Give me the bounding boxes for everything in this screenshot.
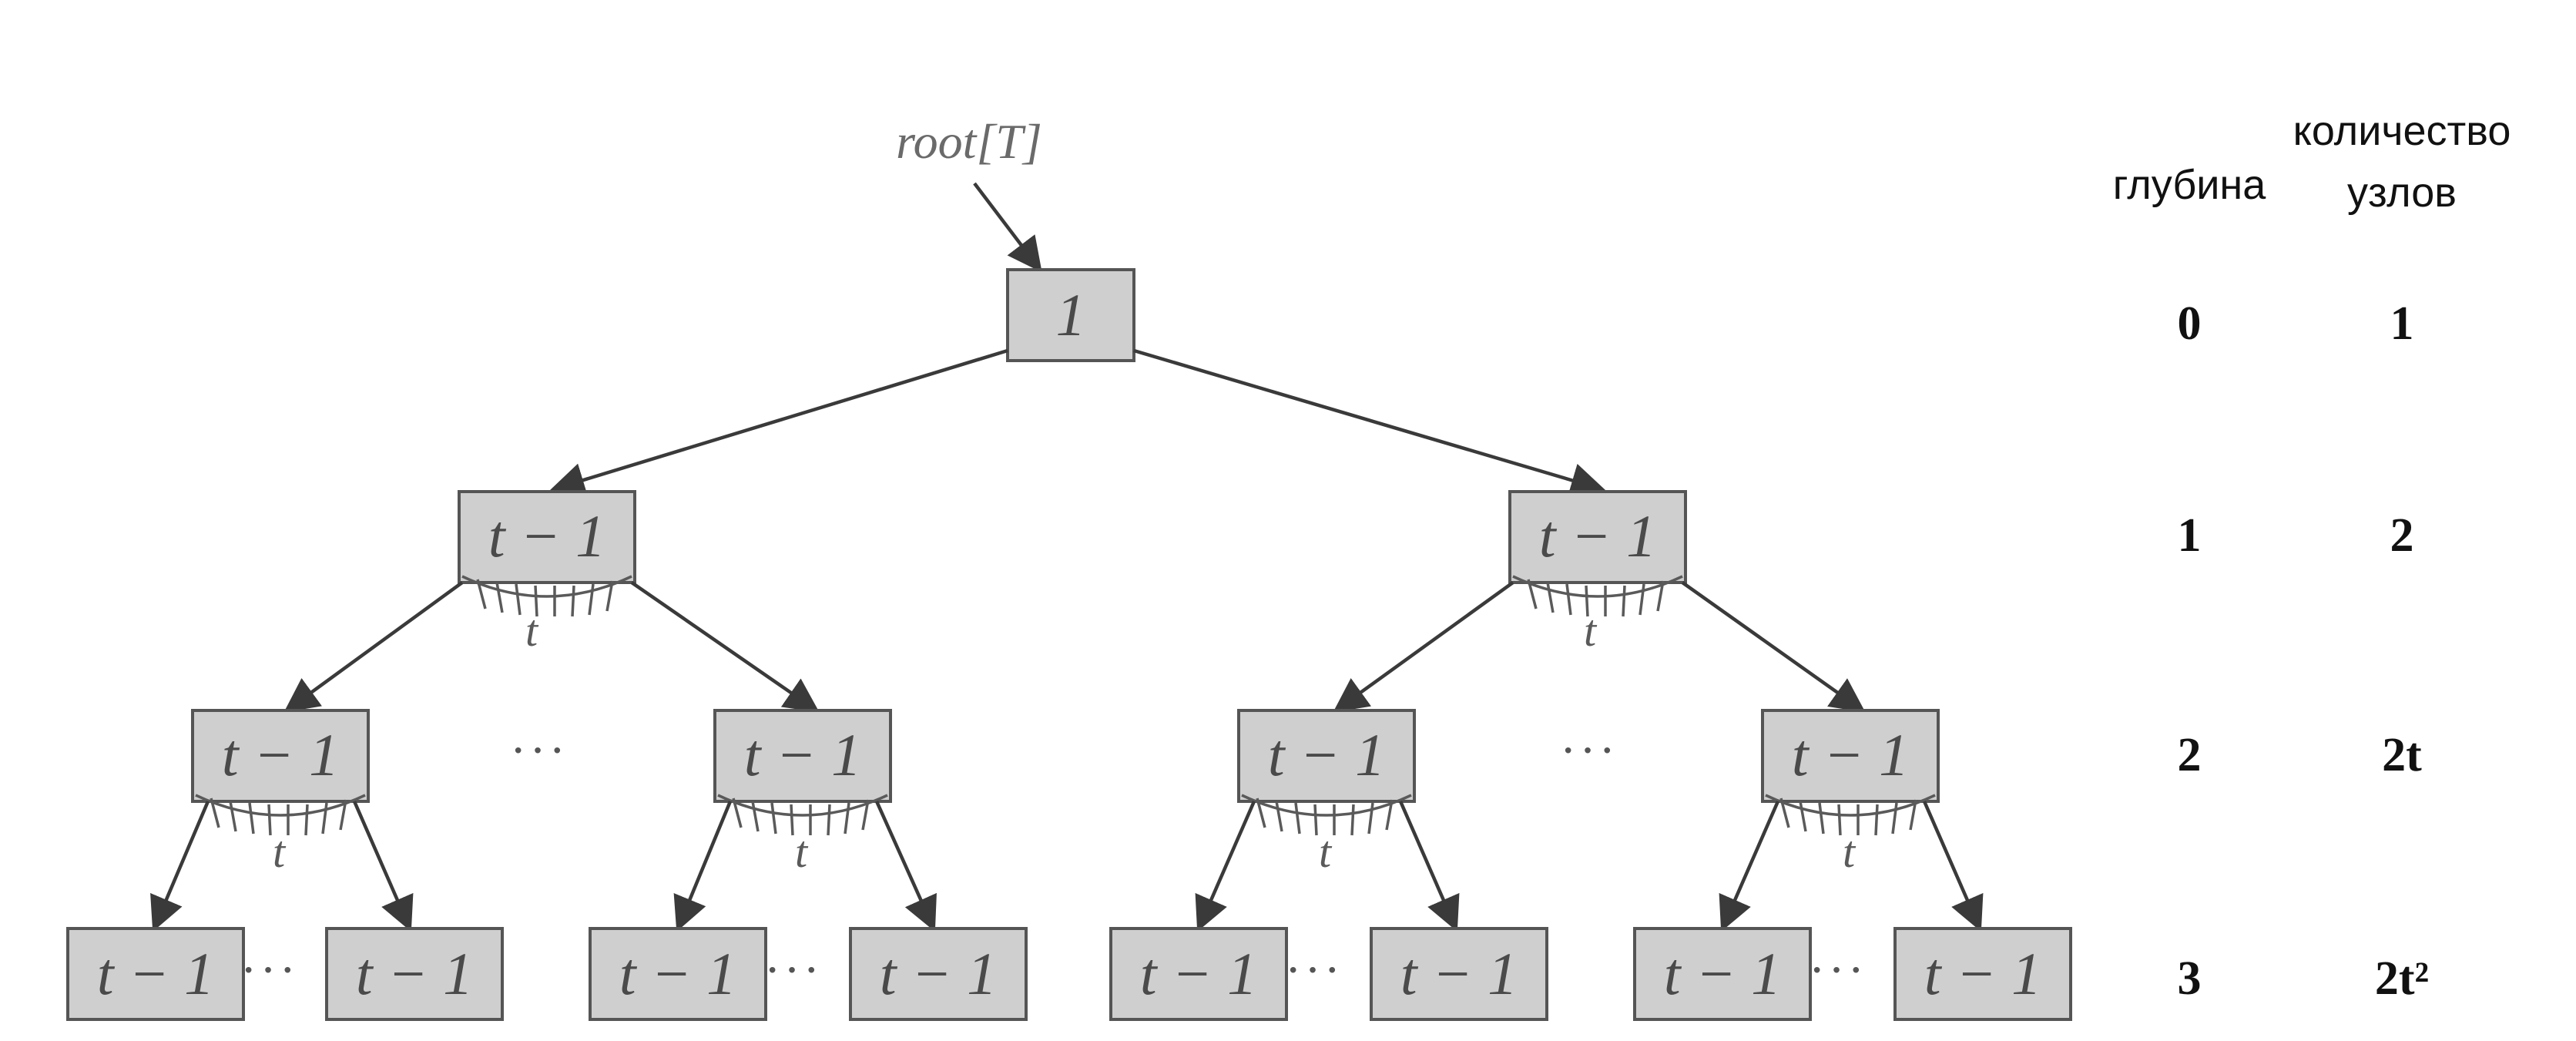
depth-value: 3 [2178,952,2202,1005]
tree-edge [1133,348,1606,498]
svg-text:t − 1: t − 1 [1924,940,2041,1007]
children-fan [1241,794,1412,836]
fan-label: t [525,606,539,656]
svg-text:t − 1: t − 1 [1140,940,1257,1007]
tree-edge [1398,801,1460,932]
svg-text:t − 1: t − 1 [97,940,214,1007]
tree-edge [1922,801,1984,932]
tree-edge [283,581,464,713]
svg-text:t − 1: t − 1 [356,940,473,1007]
fan-label: t [1319,827,1333,877]
depth-column-header: глубина [2113,162,2267,208]
children-fan [195,794,366,836]
count-value: 2t² [2375,952,2429,1005]
children-fan [717,794,888,836]
tree-node-depth1: t − 1 [1508,490,1687,584]
tree-node-depth3: t − 1 [589,927,767,1021]
ellipsis: ··· [1560,723,1618,777]
count-column-header-line2: узлов [2347,170,2457,216]
svg-text:1: 1 [1056,281,1086,348]
count-value: 1 [2390,297,2414,350]
svg-text:t − 1: t − 1 [1664,940,1781,1007]
tree-node-depth3: t − 1 [1109,927,1288,1021]
tree-node-depth2: t − 1 [1761,709,1940,803]
tree-edge [549,348,1008,497]
ellipsis: ··· [764,942,823,997]
tree-node-depth2: t − 1 [713,709,892,803]
tree-node-depth2: t − 1 [1237,709,1416,803]
tree-edge [352,801,414,932]
svg-text:t − 1: t − 1 [1539,502,1656,569]
count-value: 2t [2382,729,2422,781]
tree-node-depth3: t − 1 [1633,927,1812,1021]
tree-node-depth3: t − 1 [325,927,504,1021]
tree-edge [150,801,210,932]
svg-text:t − 1: t − 1 [1400,940,1518,1007]
fan-label: t [795,827,809,877]
tree-node-depth0: 1 [1006,268,1135,362]
root-label: root[T] [896,114,1042,169]
svg-text:t − 1: t − 1 [1792,721,1909,788]
tree-node-depth3: t − 1 [1893,927,2072,1021]
depth-value: 0 [2178,297,2202,350]
ellipsis: ··· [1285,942,1343,997]
svg-text:t − 1: t − 1 [619,940,736,1007]
tree-node-depth2: t − 1 [191,709,370,803]
tree-edge [630,581,820,713]
svg-text:t − 1: t − 1 [222,721,339,788]
tree-edge [1719,801,1780,932]
tree-node-depth3: t − 1 [1370,927,1548,1021]
svg-text:t − 1: t − 1 [880,940,997,1007]
children-fan [1512,575,1683,617]
tree-edge [1333,581,1514,713]
fan-label: t [1584,606,1598,656]
svg-text:t − 1: t − 1 [488,502,605,569]
root-pointer-arrow [973,182,1042,273]
svg-text:t − 1: t − 1 [1268,721,1385,788]
ellipsis: ··· [240,942,299,997]
children-fan [1765,794,1936,836]
tree-edge [673,801,733,932]
tree-node-depth3: t − 1 [849,927,1028,1021]
fan-label: t [273,827,287,877]
tree-node-depth1: t − 1 [458,490,636,584]
count-column-header-line1: количество [2293,108,2511,154]
ellipsis: ··· [510,723,569,777]
tree-edge [1195,801,1256,932]
tree-edge [1681,581,1866,713]
count-value: 2 [2390,509,2414,562]
tree-edge [874,801,937,932]
fan-label: t [1843,827,1857,877]
tree-node-depth3: t − 1 [66,927,245,1021]
depth-value: 2 [2178,729,2202,781]
children-fan [461,575,632,617]
depth-value: 1 [2178,509,2202,562]
svg-text:t − 1: t − 1 [744,721,861,788]
ellipsis: ··· [1809,942,1867,997]
